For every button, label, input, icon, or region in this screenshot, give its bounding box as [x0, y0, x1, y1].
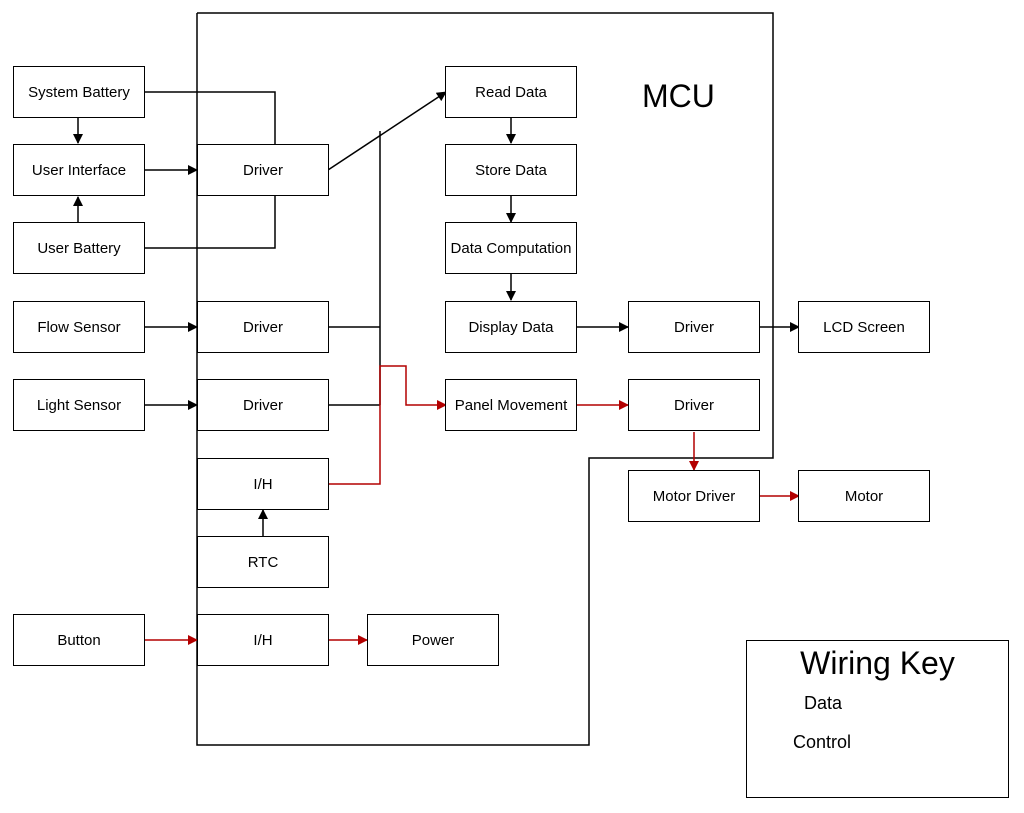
motor-driver-block: Motor Driver	[628, 470, 760, 522]
rtc-block: RTC	[197, 536, 329, 588]
mcu-boundary	[196, 12, 774, 746]
display-data-block: Display Data	[445, 301, 577, 353]
motor-block: Motor	[798, 470, 930, 522]
driver-flow-block: Driver	[197, 301, 329, 353]
system-battery-block: System Battery	[13, 66, 145, 118]
read-data-block: Read Data	[445, 66, 577, 118]
power-block: Power	[367, 614, 499, 666]
light-sensor-block: Light Sensor	[13, 379, 145, 431]
driver-display-block: Driver	[628, 301, 760, 353]
panel-movement-block: Panel Movement	[445, 379, 577, 431]
wiring-key: Wiring Key	[746, 640, 1009, 798]
wiring-key-data-label: Data	[804, 693, 843, 713]
data-computation-block: Data Computation	[445, 222, 577, 274]
driver-ui-block: Driver	[197, 144, 329, 196]
driver-light-block: Driver	[197, 379, 329, 431]
button-block: Button	[13, 614, 145, 666]
wire-user-battery-to-driver	[145, 196, 276, 249]
mcu-label: MCU	[642, 78, 715, 114]
wiring-key-control-label: Control	[793, 732, 852, 752]
user-battery-block: User Battery	[13, 222, 145, 274]
ih-timer-block: I/H	[197, 458, 329, 510]
user-interface-block: User Interface	[13, 144, 145, 196]
wire-system-battery-to-driver	[145, 91, 276, 144]
wire-driver-to-read-data	[327, 91, 447, 171]
lcd-screen-block: LCD Screen	[798, 301, 930, 353]
ih-button-block: I/H	[197, 614, 329, 666]
wiring-key-title: Wiring Key	[800, 645, 955, 681]
store-data-block: Store Data	[445, 144, 577, 196]
driver-panel-block: Driver	[628, 379, 760, 431]
flow-sensor-block: Flow Sensor	[13, 301, 145, 353]
wire-ih-to-panel-movement	[328, 365, 447, 485]
